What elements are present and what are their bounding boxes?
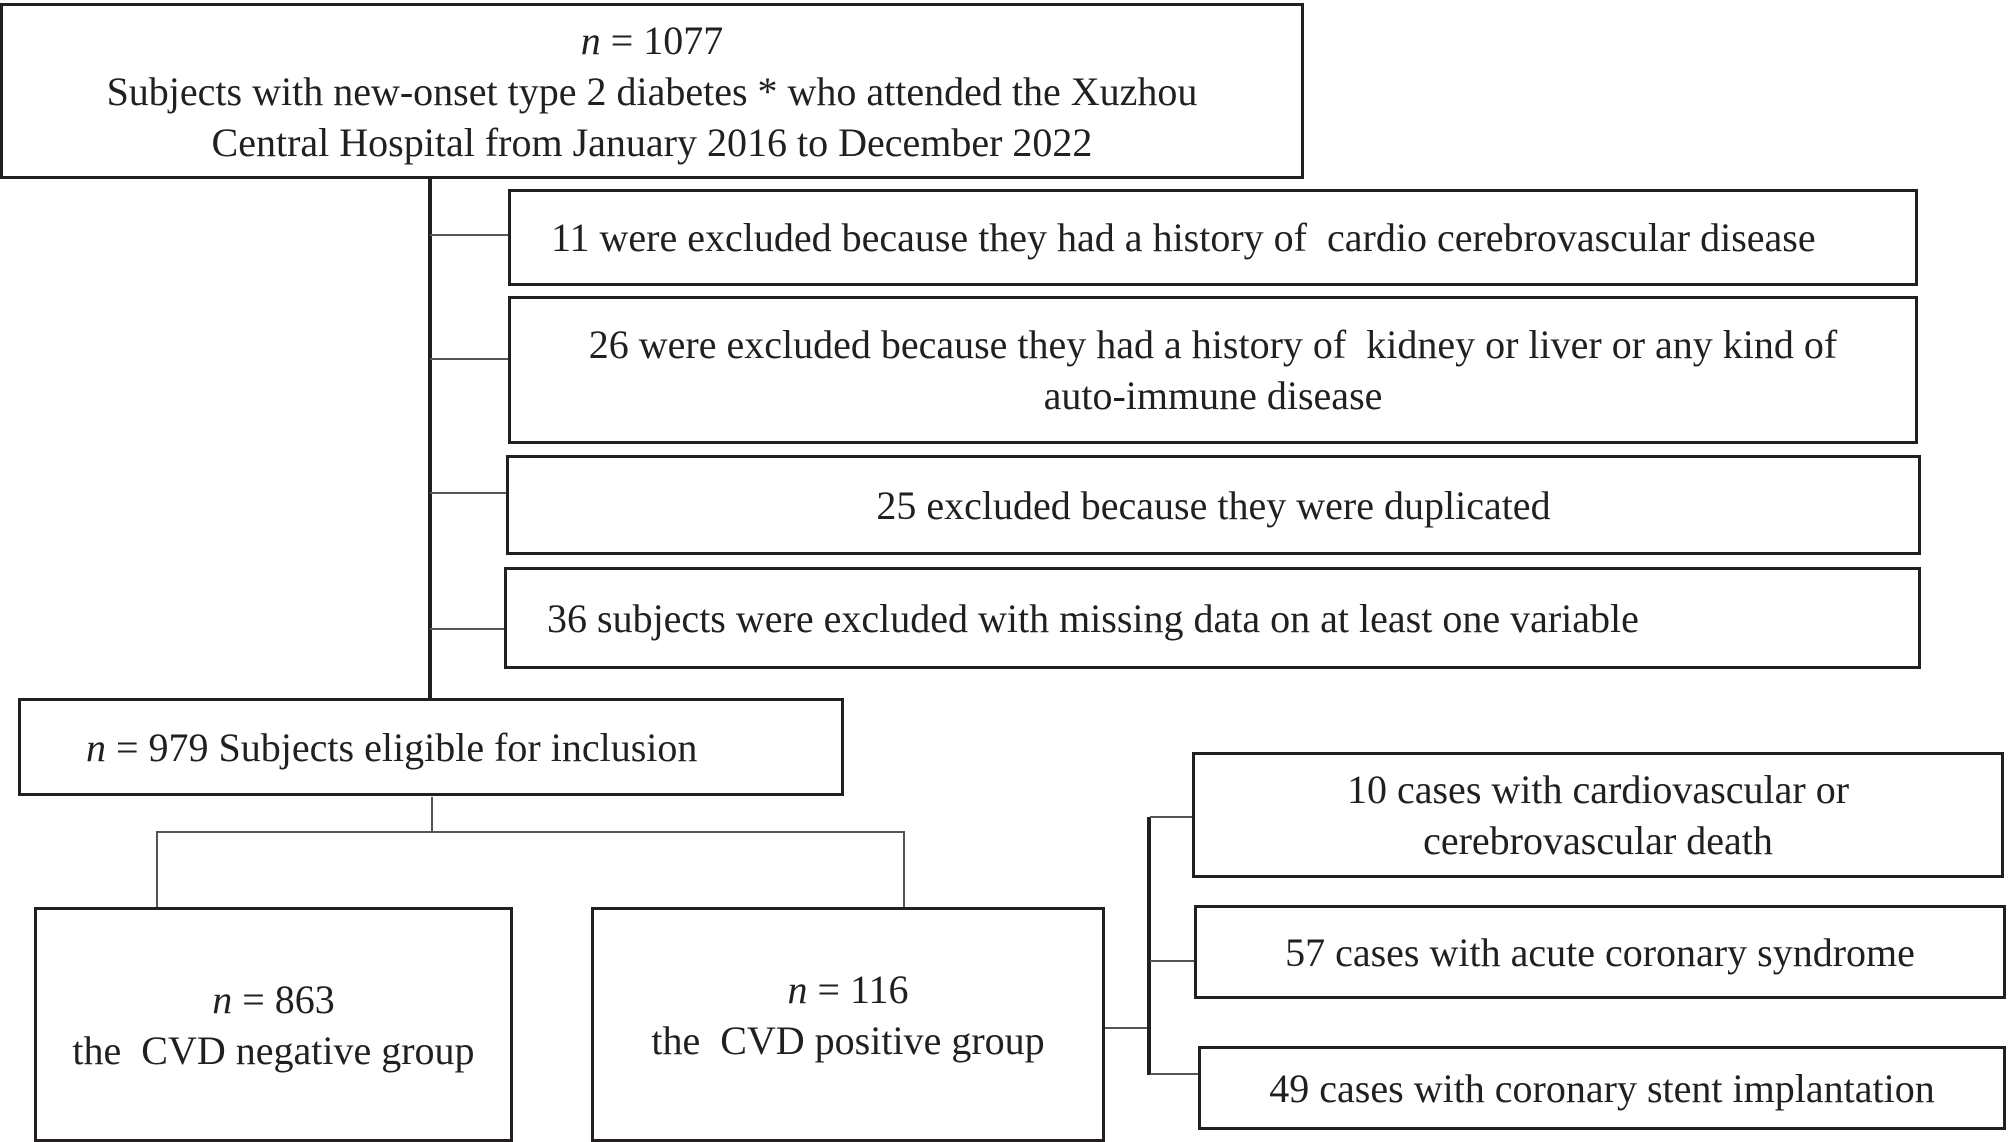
exclusion-box-4: 36 subjects were excluded with missing d… [504,567,1921,669]
cvd-negative-box: n = 863 the CVD negative group [34,907,513,1142]
branch-line-exclusion-4 [430,628,506,630]
branch-line-exclusion-1 [430,234,510,236]
exclusion-text-2-line-1: 26 were excluded because they had a hist… [588,322,1838,367]
outcome-box-2: 57 cases with acute coronary syndrome [1194,905,2006,999]
cvd-negative-count: n = 863 [212,976,335,1022]
split-left-drop-line [156,831,158,909]
exclusion-text-1: 11 were excluded because they had a hist… [551,215,1816,260]
cvd-negative-label: the CVD negative group [72,1027,475,1073]
exclusion-box-2: 26 were excluded because they had a hist… [508,296,1918,444]
main-trunk-line [428,178,432,700]
exclusion-text-2-line-2: auto-immune disease [1043,373,1383,418]
outcome-text-3: 49 cases with coronary stent implantatio… [1269,1065,1935,1111]
split-stem-line [431,797,433,832]
source-population-line-2: Central Hospital from January 2016 to De… [211,119,1093,165]
source-population-line-1: Subjects with new-onset type 2 diabetes … [106,68,1198,114]
branch-line-outcome-2 [1150,960,1195,962]
source-population-count: n = 1077 [580,17,724,63]
eligible-box: n = 979 Subjects eligible for inclusion [18,698,844,796]
cvd-positive-box: n = 116 the CVD positive group [591,907,1105,1142]
exclusion-text-4: 36 subjects were excluded with missing d… [547,595,1639,641]
branch-line-exclusion-3 [430,492,508,494]
eligible-text: n = 979 Subjects eligible for inclusion [86,724,698,770]
split-right-drop-line [903,831,905,909]
exclusion-text-3: 25 excluded because they were duplicated [876,482,1551,528]
branch-line-outcome-1 [1150,816,1193,818]
outcome-text-2: 57 cases with acute coronary syndrome [1285,929,1915,975]
outcome-box-1: 10 cases with cardiovascular or cerebrov… [1192,752,2004,878]
split-horizontal-line [156,831,905,833]
positive-connector-line [1105,1027,1151,1029]
cvd-positive-count: n = 116 [787,966,909,1012]
outcome-trunk-line [1147,817,1151,1075]
outcome-box-3: 49 cases with coronary stent implantatio… [1198,1046,2006,1130]
source-population-box: n = 1077 Subjects with new-onset type 2 … [0,3,1304,179]
exclusion-box-1: 11 were excluded because they had a hist… [508,189,1918,286]
outcome-text-1-line-2: cerebrovascular death [1423,818,1773,863]
branch-line-outcome-3 [1150,1073,1199,1075]
outcome-text-1-line-1: 10 cases with cardiovascular or [1346,767,1850,812]
cvd-positive-label: the CVD positive group [651,1017,1045,1063]
exclusion-box-3: 25 excluded because they were duplicated [506,455,1921,555]
branch-line-exclusion-2 [430,358,510,360]
